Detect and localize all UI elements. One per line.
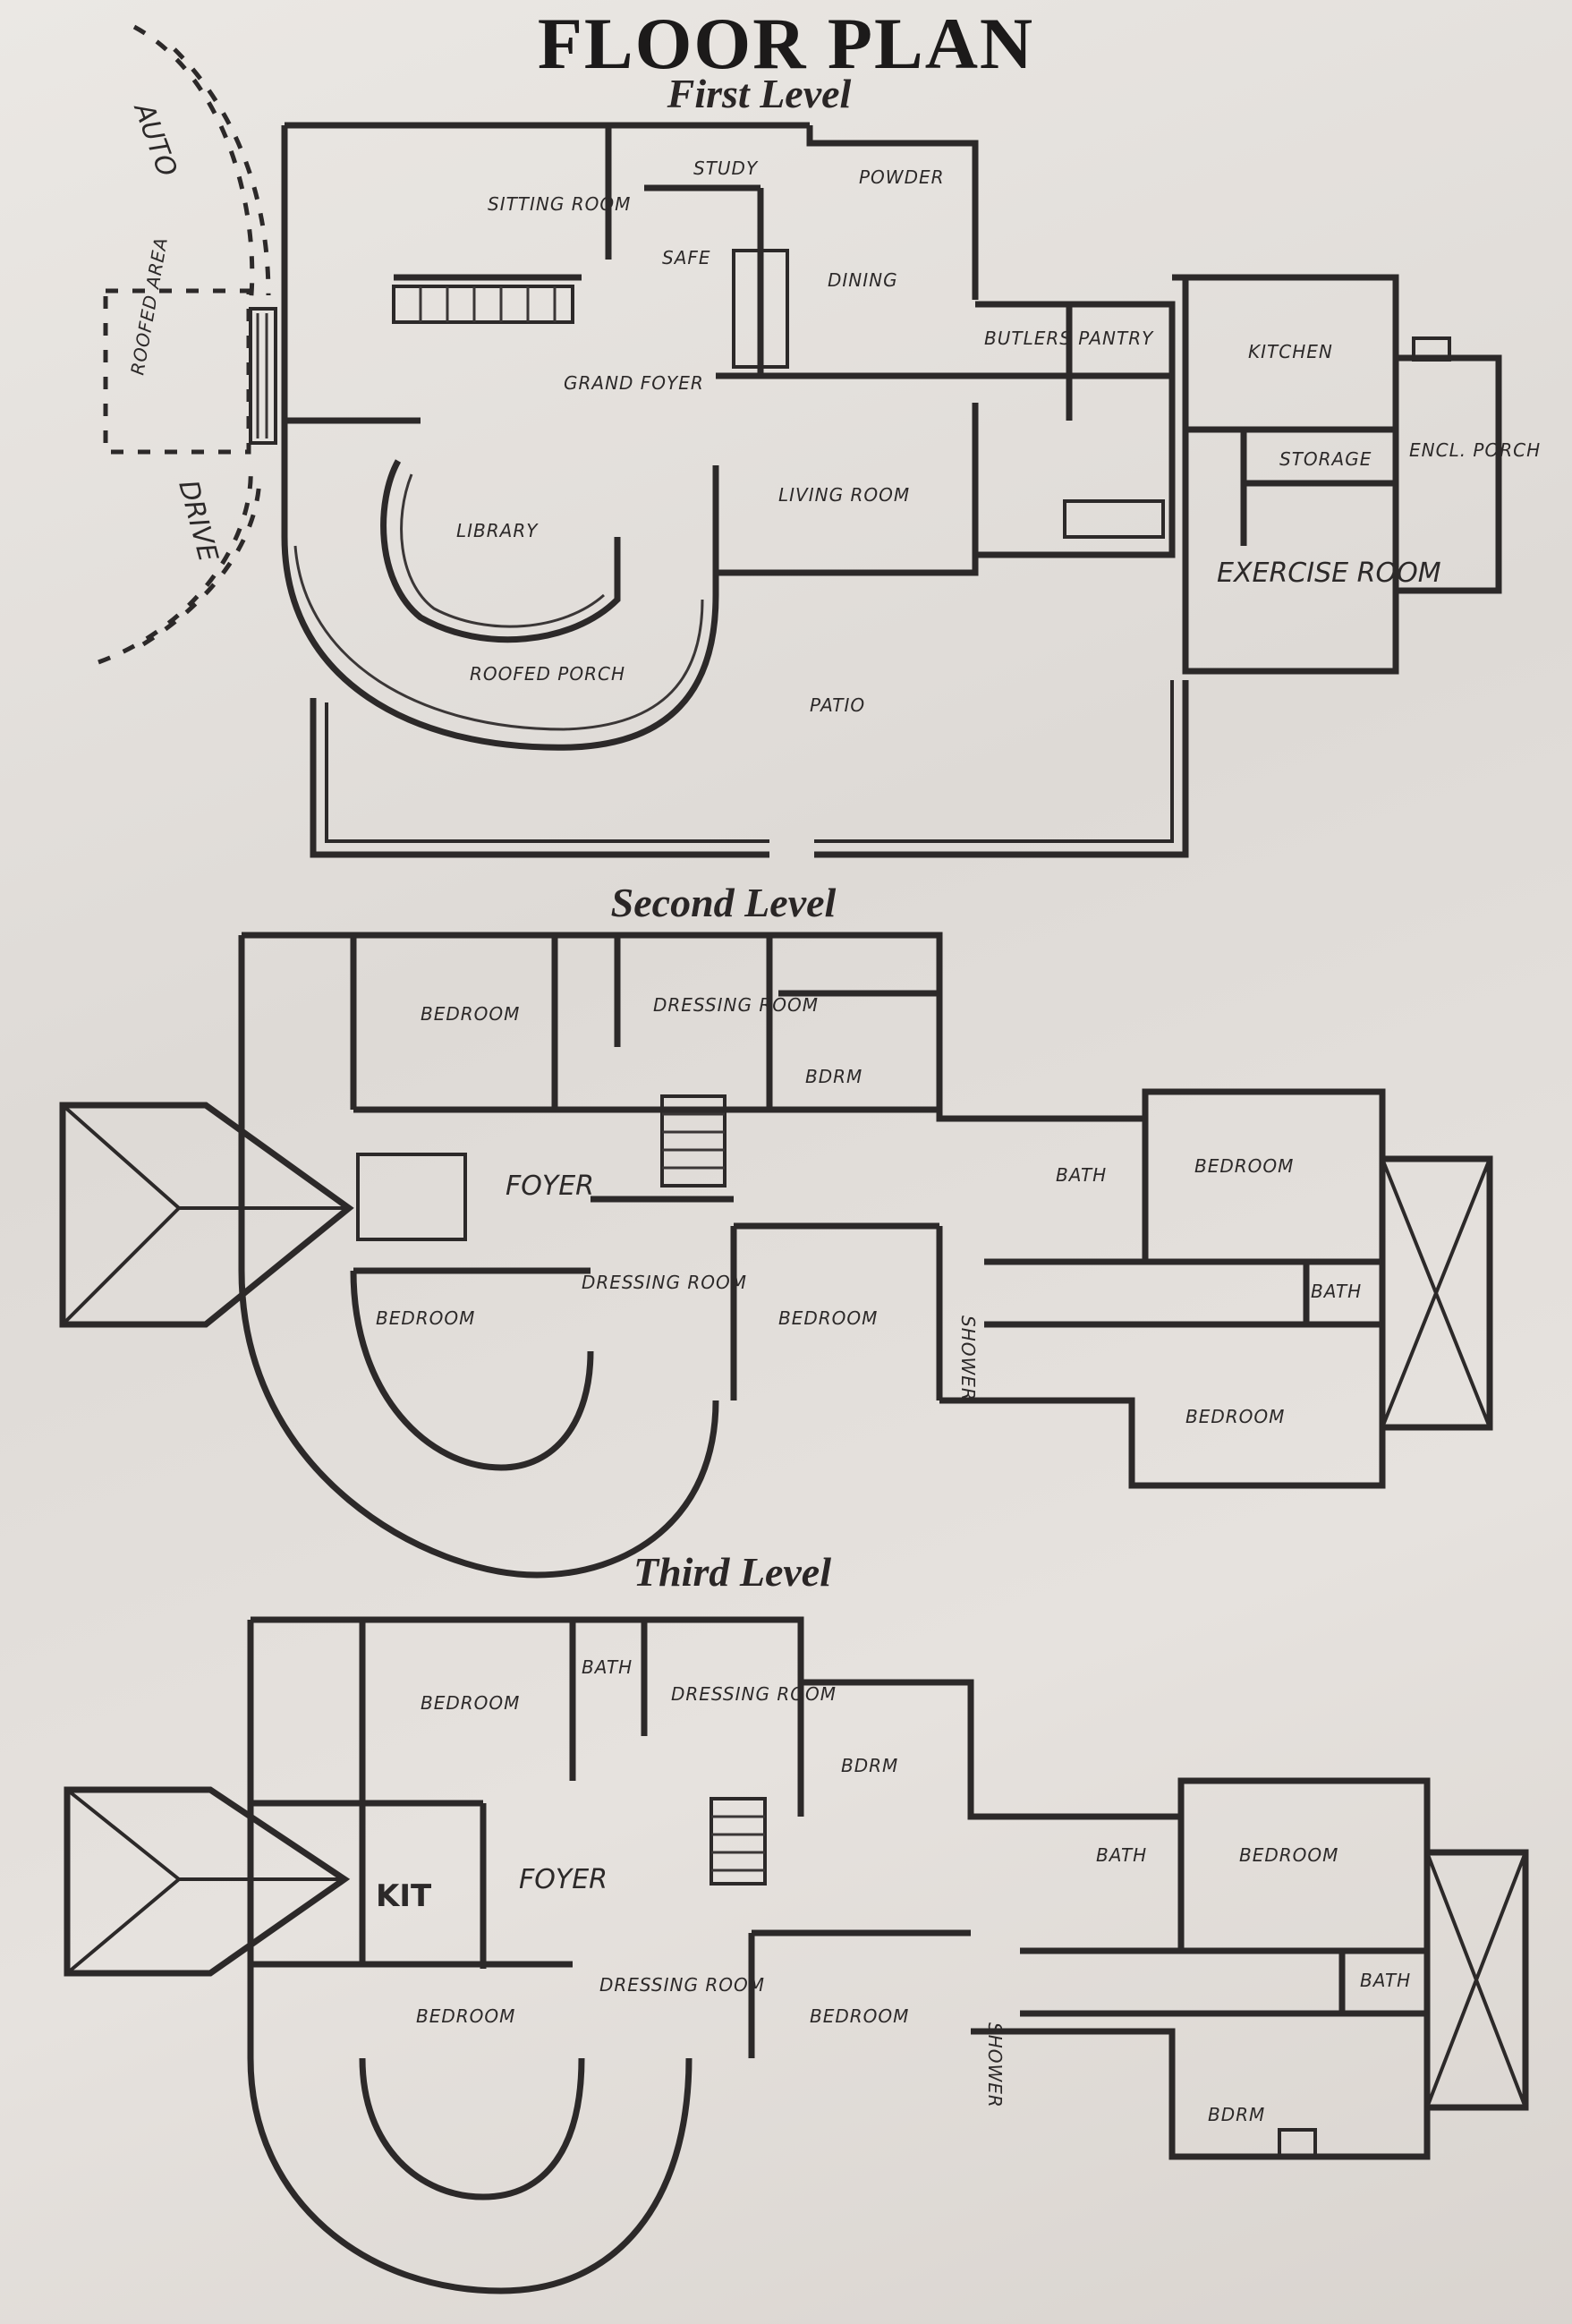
main-block-west-wall (281, 125, 719, 751)
room-label: POWDER (859, 166, 945, 188)
east-roof-3 (1427, 1849, 1529, 2111)
west-roof-3 (64, 1786, 351, 1977)
drive-label-auto: AUTO (127, 98, 183, 181)
library-wall (380, 459, 621, 643)
first-level-title: First Level (667, 71, 852, 116)
room-label: FOYER (519, 1864, 608, 1895)
room-label: BEDROOM (810, 2005, 909, 2027)
room-label: BATH (1096, 1844, 1147, 1866)
second-level-title: Second Level (610, 880, 837, 925)
room-label: SITTING ROOM (488, 193, 631, 215)
room-label: PATIO (810, 694, 865, 716)
room-label: LIBRARY (456, 520, 539, 541)
first-level-plan: SITTING ROOM STUDY POWDER DINING SAFE GR… (98, 24, 1541, 858)
room-label: LIVING ROOM (778, 484, 910, 506)
room-label: BEDROOM (1194, 1155, 1294, 1177)
room-label: BDRM (841, 1755, 898, 1776)
third-outline-north (251, 1616, 1431, 2160)
room-label: BDRM (1208, 2104, 1265, 2125)
drive-arc-inner-top (173, 47, 271, 296)
room-label: BEDROOM (778, 1307, 878, 1329)
room-label: BATH (1311, 1281, 1362, 1302)
room-label: BEDROOM (1239, 1844, 1338, 1866)
room-label: BATH (582, 1656, 633, 1678)
service-stair (732, 249, 789, 369)
third-level-plan: BEDROOM BATH DRESSING ROOM BDRM KIT FOYE… (64, 1616, 1529, 2294)
room-label: DRESSING ROOM (671, 1683, 837, 1705)
stair-west (356, 1153, 467, 1241)
room-label: ENCL. PORCH (1409, 439, 1541, 461)
room-label: ROOFED PORCH (470, 663, 625, 685)
room-label: ROOFED AREA (126, 235, 172, 377)
third-outline-west-curve (247, 1620, 693, 2294)
pantry-wing (975, 301, 1176, 558)
patio-west (310, 698, 769, 858)
stair-third (710, 1797, 767, 1886)
room-label: DRESSING ROOM (582, 1272, 747, 1293)
second-outline-west-curve (238, 935, 719, 1579)
room-label: GRAND FOYER (564, 372, 704, 394)
room-label: SAFE (662, 247, 711, 268)
room-label: KITCHEN (1248, 341, 1333, 362)
room-label: BATH (1360, 1970, 1411, 1991)
stair-center (660, 1094, 727, 1188)
room-label: SHOWER (984, 2022, 1006, 2108)
room-label: DRESSING ROOM (599, 1974, 765, 1996)
room-label: BEDROOM (416, 2005, 515, 2027)
front-steps (249, 307, 277, 445)
second-level-plan: BEDROOM DRESSING ROOM BDRM FOYER BEDROOM… (59, 932, 1493, 1579)
drive-label-drive: DRIVE (172, 477, 224, 565)
room-label: BDRM (805, 1066, 862, 1087)
west-roof (59, 1102, 354, 1328)
room-label: BEDROOM (376, 1307, 475, 1329)
room-label: SHOWER (957, 1315, 979, 1401)
second-inner-curve (350, 1270, 594, 1471)
grand-stair (392, 285, 574, 324)
room-label: STUDY (693, 157, 759, 179)
drive-arc-outer-top (132, 24, 255, 305)
dining-north-wall (806, 125, 979, 300)
third-level-title: Third Level (633, 1549, 831, 1595)
room-label: STORAGE (1279, 448, 1372, 470)
room-label: BEDROOM (421, 1003, 520, 1025)
page-title: FLOOR PLAN (537, 3, 1035, 84)
back-stair (1063, 499, 1165, 539)
room-label: BEDROOM (421, 1692, 520, 1714)
east-roof (1382, 1155, 1493, 1431)
room-label: BUTLERS PANTRY (984, 328, 1154, 349)
third-inner-curve (359, 2057, 585, 2201)
room-label: KIT (376, 1878, 432, 1914)
room-label: BEDROOM (1185, 1406, 1285, 1427)
room-label: DINING (828, 269, 898, 291)
enclosed-porch (1392, 354, 1502, 594)
drive-arc-outer-bottom (98, 464, 253, 665)
room-label: DRESSING ROOM (653, 994, 819, 1016)
patio-east (814, 680, 1189, 858)
drive-arc-inner-bottom (141, 473, 262, 647)
room-label: EXERCISE ROOM (1217, 558, 1441, 589)
living-room-wall (712, 403, 979, 576)
kitchen-block (1172, 274, 1399, 675)
room-label: FOYER (506, 1171, 594, 1202)
second-outline-north (242, 932, 1386, 1489)
room-label: BATH (1056, 1164, 1107, 1186)
